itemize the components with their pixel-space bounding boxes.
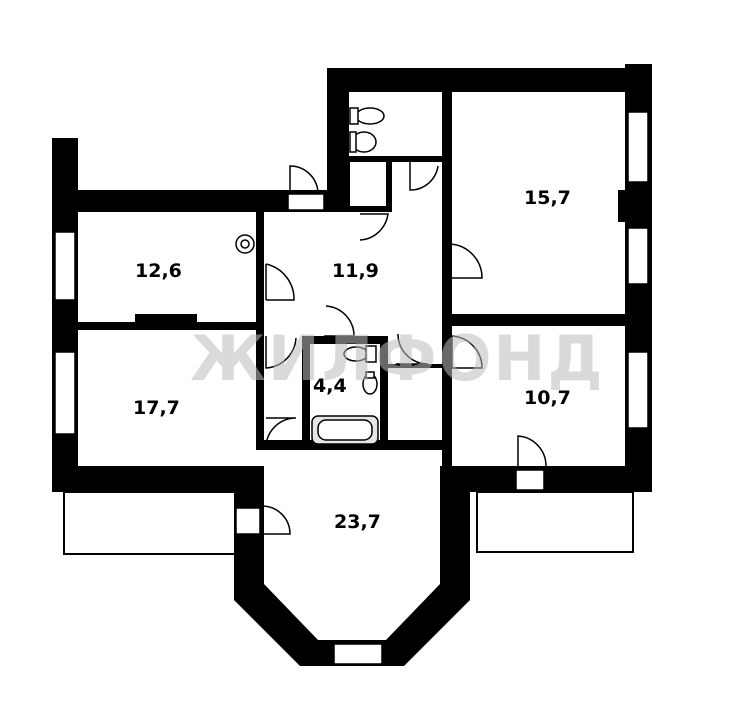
room-area-12-6: 12,6 <box>135 260 182 282</box>
room-area-17-7: 17,7 <box>133 397 180 419</box>
window-right-mid <box>627 227 649 285</box>
room-area-10-7: 10,7 <box>524 387 571 409</box>
doors <box>261 162 547 535</box>
balcony-left <box>63 491 237 555</box>
toilet-icon <box>362 371 378 395</box>
window-bay-bottom <box>333 643 383 665</box>
room-area-23-7: 23,7 <box>334 511 381 533</box>
window-left-upper <box>54 231 76 301</box>
toilet-icon <box>349 107 385 125</box>
window-right-lower <box>627 351 649 429</box>
bathtub-icon <box>311 415 379 445</box>
fixtures <box>235 107 385 445</box>
window-door-top <box>287 193 325 211</box>
windows <box>54 111 649 665</box>
window-door-bottom-right <box>515 469 545 491</box>
window-left-lower <box>54 351 76 435</box>
watermark: ЖИЛФОНД <box>190 322 605 395</box>
sink-icon <box>343 345 377 363</box>
room-area-15-7: 15,7 <box>524 187 571 209</box>
room-labels: 12,6 11,9 15,7 17,7 4,4 10,7 23,7 <box>133 187 571 533</box>
window-door-bottom-left <box>235 507 261 535</box>
sink-icon <box>235 234 255 254</box>
interior-walls <box>78 92 628 466</box>
room-area-11-9: 11,9 <box>332 260 379 282</box>
sink-icon <box>349 131 377 153</box>
window-right-upper <box>627 111 649 183</box>
balcony-right <box>476 491 634 553</box>
room-area-4-4: 4,4 <box>313 375 347 397</box>
